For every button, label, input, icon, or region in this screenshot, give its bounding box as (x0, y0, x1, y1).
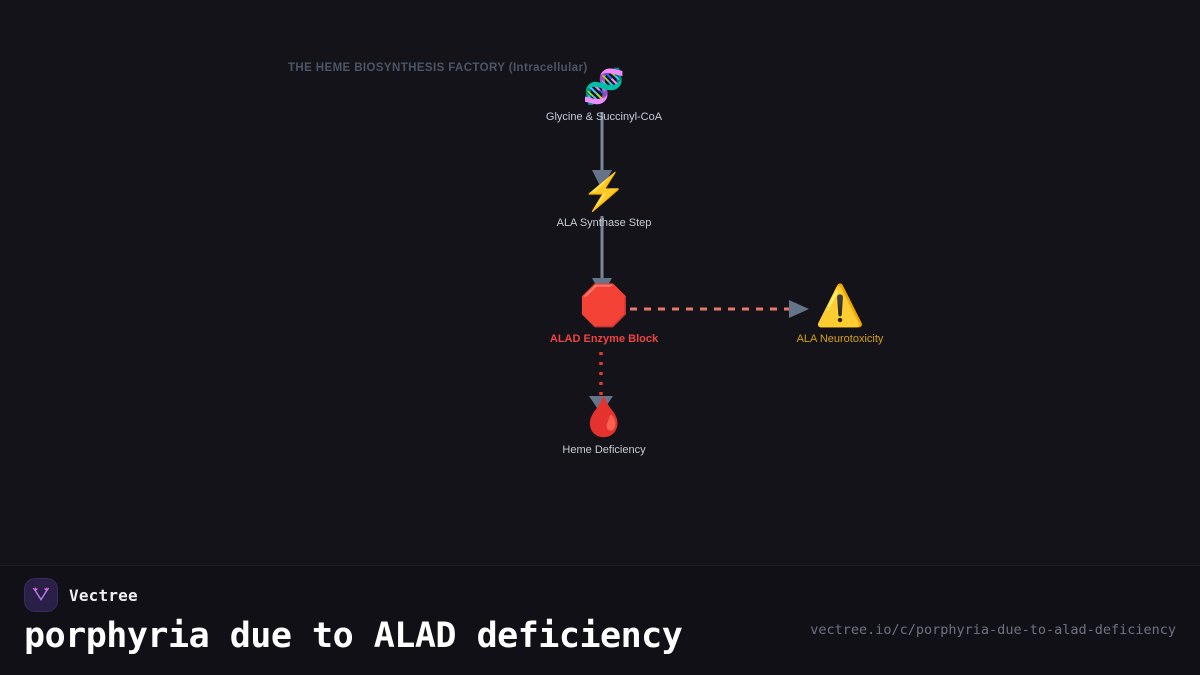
node-alad-enzyme-block[interactable]: 🛑 ALAD Enzyme Block (550, 286, 658, 346)
footer-bar: Vectree porphyria due to ALAD deficiency (0, 565, 1200, 675)
blood-drop-icon: 🩸 (580, 397, 628, 439)
node-ala-neurotoxicity-label: ALA Neurotoxicity (796, 333, 884, 345)
diagram-canvas: THE HEME BIOSYNTHESIS FACTORY (Intracell… (288, 62, 884, 457)
node-synthase[interactable]: ⚡ ALA Synthase Step (557, 174, 652, 230)
page-title: porphyria due to ALAD deficiency (24, 616, 683, 656)
node-substrate-label: Glycine & Succinyl-CoA (545, 111, 663, 123)
section-title: THE HEME BIOSYNTHESIS FACTORY (Intracell… (288, 62, 588, 74)
warning-triangle-icon: ⚠️ (815, 284, 865, 328)
node-heme-deficiency-label: Heme Deficiency (562, 444, 646, 456)
vectree-logo-glyph (32, 587, 50, 601)
node-synthase-label: ALA Synthase Step (556, 217, 652, 229)
node-substrate[interactable]: 🧬 Glycine & Succinyl-CoA (546, 70, 662, 124)
vectree-logo-icon (24, 578, 58, 612)
lightning-bolt-icon: ⚡ (581, 171, 627, 212)
node-heme-deficiency[interactable]: 🩸 Heme Deficiency (562, 399, 645, 457)
node-alad-enzyme-block-label: ALAD Enzyme Block (549, 333, 659, 345)
brand-name: Vectree (69, 585, 138, 605)
stop-octagon-icon: 🛑 (579, 284, 629, 328)
node-ala-neurotoxicity[interactable]: ⚠️ ALA Neurotoxicity (797, 286, 884, 346)
footer-url: vectree.io/c/porphyria-due-to-alad-defic… (810, 622, 1176, 638)
dna-icon: 🧬 (582, 68, 626, 106)
brand-row[interactable]: Vectree (24, 578, 138, 612)
